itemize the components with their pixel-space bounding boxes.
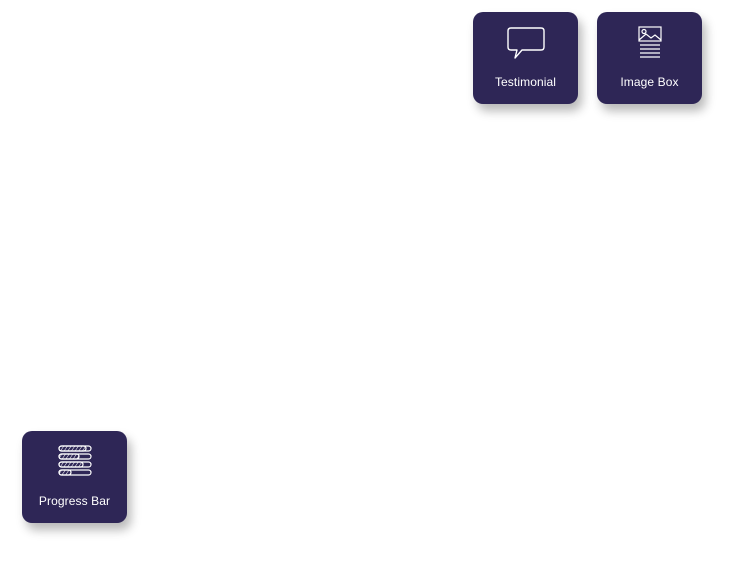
progress-bar-label: Progress Bar [38,494,111,508]
testimonial-widget-button[interactable]: Testimonial [473,12,578,104]
testimonial-label: Testimonial [494,75,557,89]
image-box-widget-button[interactable]: Image Box [597,12,702,104]
speech-bubble-icon [502,24,550,62]
progress-bar-icon [51,443,99,481]
image-box-label: Image Box [620,75,679,89]
image-box-icon [626,24,674,62]
progress-bar-widget-button[interactable]: Progress Bar [22,431,127,523]
